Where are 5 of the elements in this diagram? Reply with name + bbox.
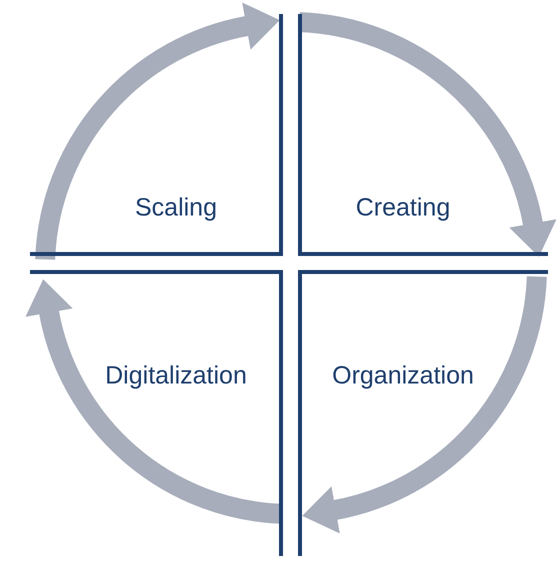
quadrant-label: Organization [332, 362, 474, 390]
quadrant-label: Scaling [135, 194, 217, 222]
quadrant-label: Creating [356, 194, 450, 222]
quadrant-box [30, 270, 283, 556]
quadrant-label: Digitalization [105, 362, 247, 390]
